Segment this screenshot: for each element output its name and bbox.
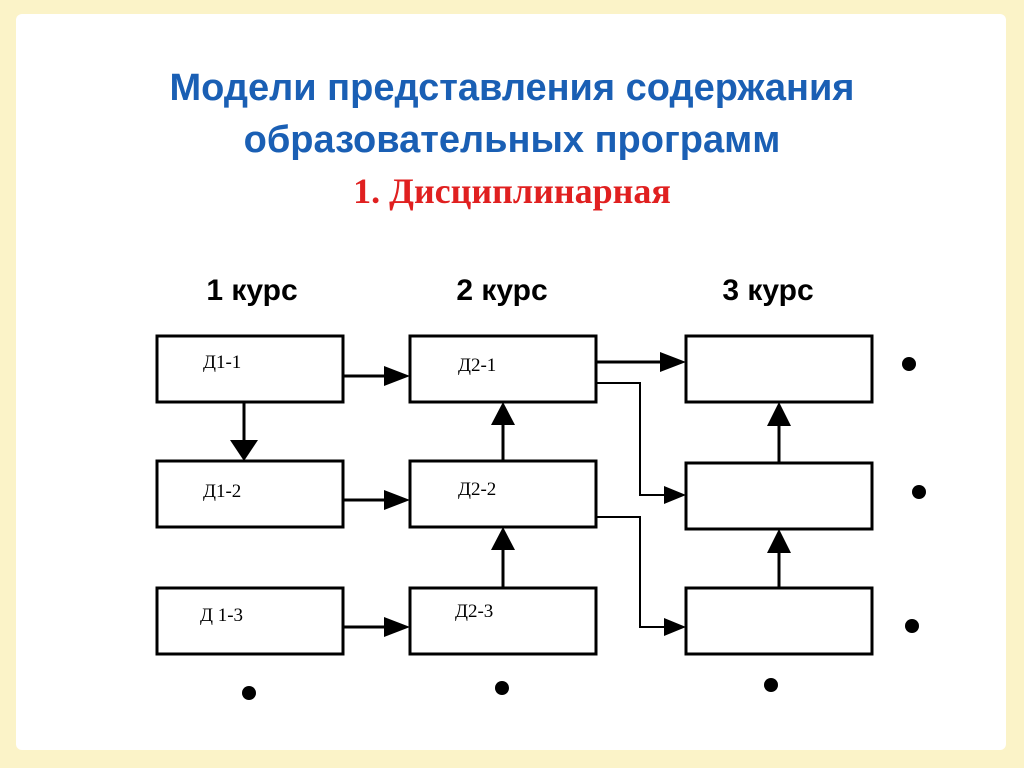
box-label-d1-2: Д1-2: [203, 481, 241, 502]
dot-right-row-1: [902, 357, 916, 371]
box-d1-3: Д 1-3: [155, 586, 345, 656]
arrow-d2-1-to-d3-2: [596, 382, 686, 504]
arrow-d2-2-to-d3-3: [596, 516, 686, 636]
box-d1-1: Д1-1: [155, 334, 345, 404]
title-line-1: Модели представления содержания: [169, 67, 855, 109]
box-d1-2: Д1-2: [155, 459, 345, 529]
box-d2-3: Д2-3: [408, 586, 598, 656]
box-d3-3: [684, 586, 874, 656]
dot-right-row-3: [905, 619, 919, 633]
box-label-d2-3: Д2-3: [455, 601, 493, 622]
arrow-d3-3-to-d3-2: [767, 529, 791, 588]
box-label-d2-2: Д2-2: [458, 479, 496, 500]
box-d2-1: Д2-1: [408, 334, 598, 404]
arrow-d2-1-to-d3-1: [596, 352, 686, 372]
course-label-3: 3 курс: [722, 274, 813, 307]
continuation-dots: [242, 357, 926, 700]
box-d3-2: [684, 461, 874, 531]
dot-right-row-2: [912, 485, 926, 499]
dot-below-col-2: [495, 681, 509, 695]
course-label-1: 1 курс: [206, 274, 297, 307]
box-label-d1-3: Д 1-3: [200, 605, 243, 626]
dot-below-col-3: [764, 678, 778, 692]
arrow-d3-2-to-d3-1: [767, 402, 791, 463]
box-d3-1: [684, 334, 874, 404]
arrows: [230, 352, 791, 637]
title-block: Модели представления содержания образова…: [0, 62, 1024, 216]
box-d2-2: Д2-2: [408, 459, 598, 529]
arrow-d1-1-to-d1-2: [230, 402, 258, 461]
course-label-2: 2 курс: [456, 274, 547, 307]
arrow-d2-2-to-d2-1: [491, 402, 515, 461]
dot-below-col-1: [242, 686, 256, 700]
arrow-d1-1-to-d2-1: [343, 366, 410, 386]
title-line-2: образовательных программ: [243, 119, 781, 161]
arrow-d2-3-to-d2-2: [491, 527, 515, 588]
box-label-d2-1: Д2-1: [458, 355, 496, 376]
box-label-d1-1: Д1-1: [203, 352, 241, 373]
arrow-d1-2-to-d2-2: [343, 490, 410, 510]
subtitle: 1. Дисциплинарная: [353, 171, 671, 211]
arrow-d1-3-to-d2-3: [343, 617, 410, 637]
